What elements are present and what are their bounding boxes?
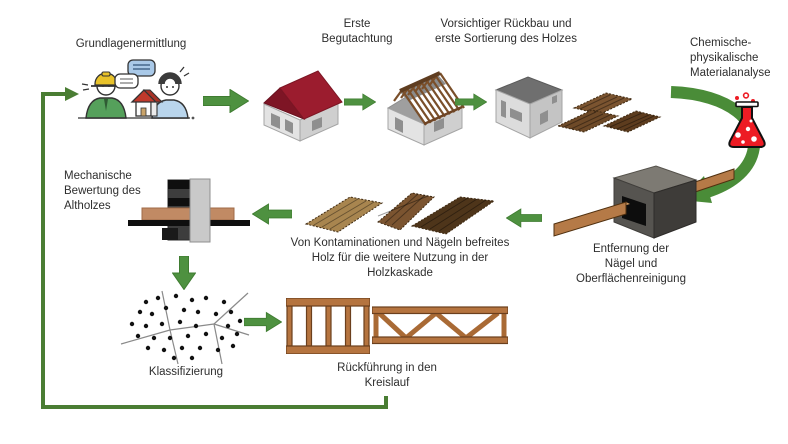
label-rueckfuehrung: Rückführung in den Kreislauf: [337, 362, 437, 390]
wood-wall-frame-icon: [286, 298, 370, 354]
people-discussion-icon: [78, 59, 195, 120]
label-klassifizierung: Klassifizierung: [148, 366, 224, 378]
flow-arrow-right-icon: [203, 89, 249, 113]
label-holzkaskade: Von Kontaminationen und Nägeln befreites…: [290, 237, 510, 280]
scatter-classification-icon: [120, 290, 250, 365]
flow-arrow-right-icon: [455, 93, 487, 111]
label-entfernung: Entfernung der Nägel und Oberflächenrein…: [576, 243, 686, 286]
roofless-house-icon: [494, 76, 564, 139]
label-grundlagenermittlung: Grundlagenermittlung: [75, 38, 187, 50]
flow-arrow-left-icon: [506, 208, 542, 228]
bending-test-machine-icon: [128, 178, 250, 243]
label-materialanalyse: Chemische- physikalische Materialanalyse: [690, 37, 771, 80]
cleaned-wood-stacks-icon: [304, 192, 496, 235]
label-rueckbau: Vorsichtiger Rückbau und erste Sortierun…: [435, 18, 577, 46]
label-erste-begutachtung: Erste Begutachtung: [321, 18, 393, 46]
flow-arrow-left-icon: [252, 203, 292, 225]
wood-plank-stacks-icon: [556, 92, 662, 133]
roof-removal-house-icon: [386, 71, 465, 146]
flow-arrow-right-icon: [244, 311, 282, 333]
label-mechanische-bewertung: Mechanische Bewertung des Altholzes: [64, 170, 141, 213]
nail-removal-machine-icon: [553, 165, 735, 239]
red-roof-house-icon: [263, 70, 343, 142]
wood-truss-icon: [372, 306, 508, 345]
chemistry-flask-icon: [728, 92, 766, 148]
flow-arrow-down-icon: [172, 256, 196, 290]
flow-arrow-right-icon: [344, 93, 376, 111]
